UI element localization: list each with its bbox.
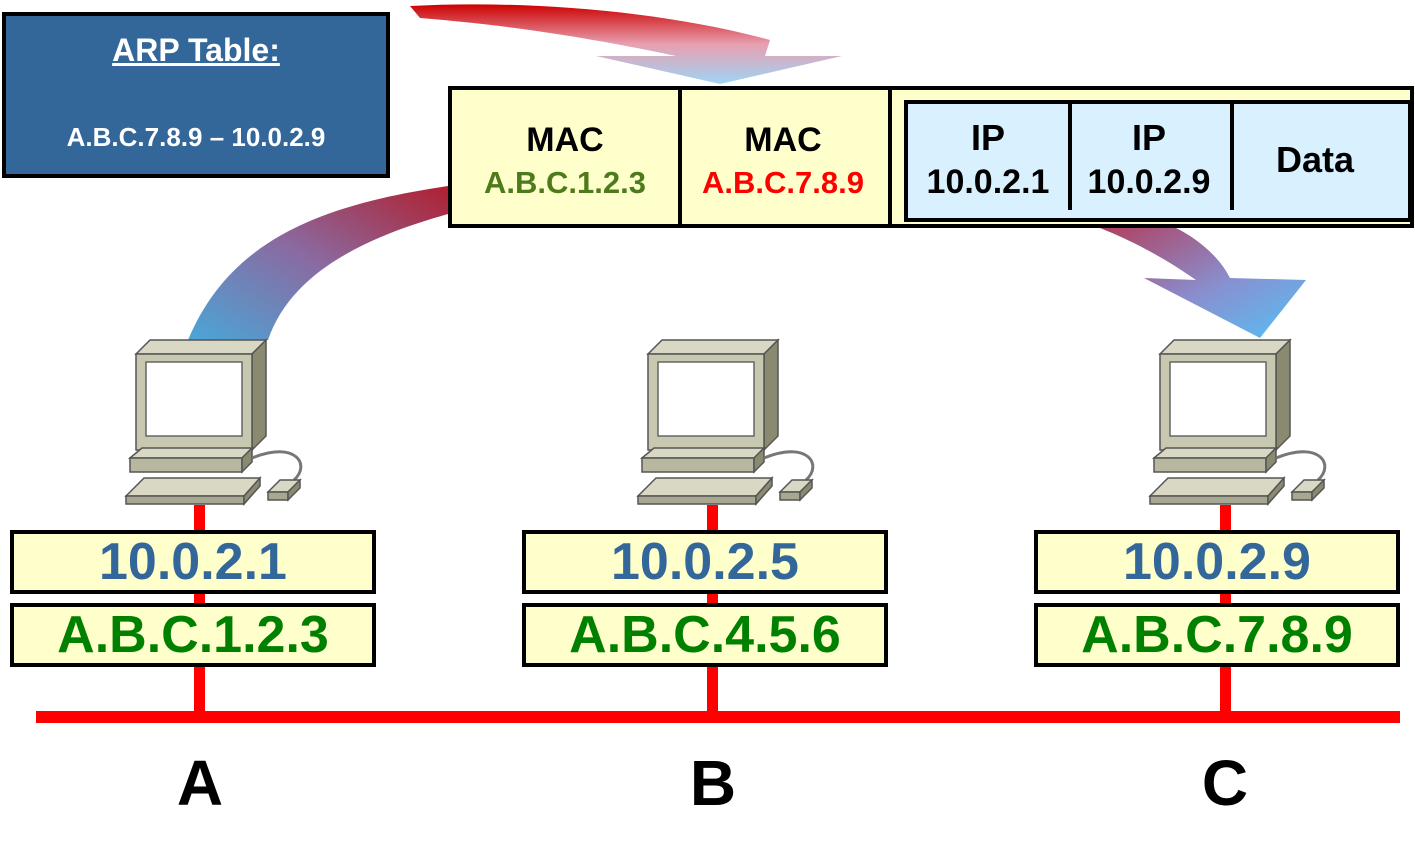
arp-to-frame-arrow	[410, 4, 842, 84]
computer-a-icon	[124, 338, 303, 506]
frame-to-host-c-arrow	[1100, 228, 1306, 338]
src-ip-value: 10.0.2.9	[1087, 163, 1211, 201]
host-b-mac-label: A.B.C.4.5.6	[522, 603, 888, 667]
dst-ip-title: IP	[970, 117, 1005, 158]
src-mac-title: MAC	[744, 121, 822, 159]
frame-to-host-a-arrow	[188, 186, 448, 340]
src-mac-value: A.B.C.7.8.9	[702, 165, 864, 200]
host-b-letter: B	[689, 747, 737, 819]
host-a-mac-label: A.B.C.1.2.3	[10, 603, 376, 667]
host-a-ip-label: 10.0.2.1	[10, 530, 376, 594]
data-label: Data	[1275, 139, 1355, 180]
dst-ip-field: IP 10.0.2.1	[908, 104, 1072, 210]
src-ip-field: IP 10.0.2.9	[1068, 104, 1234, 210]
computer-b-icon	[636, 338, 815, 506]
host-c-letter: C	[1201, 747, 1249, 819]
host-c-ip-label: 10.0.2.9	[1034, 530, 1400, 594]
frame-header: MAC A.B.C.1.2.3 MAC A.B.C.7.8.9 IP 10.0.…	[448, 86, 1414, 228]
dst-mac-field: MAC A.B.C.1.2.3	[452, 90, 682, 224]
computer-c-icon	[1148, 338, 1327, 506]
arp-table-title: ARP Table:	[112, 32, 280, 68]
dst-mac-value: A.B.C.1.2.3	[484, 165, 646, 200]
dst-mac-title: MAC	[526, 121, 604, 159]
arp-table-box: ARP Table: A.B.C.7.8.9 – 10.0.2.9	[2, 12, 390, 178]
host-a-letter: A	[176, 747, 224, 819]
host-c-mac-label: A.B.C.7.8.9	[1034, 603, 1400, 667]
host-b-ip-label: 10.0.2.5	[522, 530, 888, 594]
ip-packet: IP 10.0.2.1 IP 10.0.2.9 Data	[904, 100, 1412, 222]
src-ip-title: IP	[1131, 117, 1166, 158]
arp-table-entry: A.B.C.7.8.9 – 10.0.2.9	[66, 122, 326, 152]
data-field: Data	[1230, 104, 1400, 210]
dst-ip-value: 10.0.2.1	[926, 163, 1050, 201]
src-mac-field: MAC A.B.C.7.8.9	[678, 90, 892, 224]
